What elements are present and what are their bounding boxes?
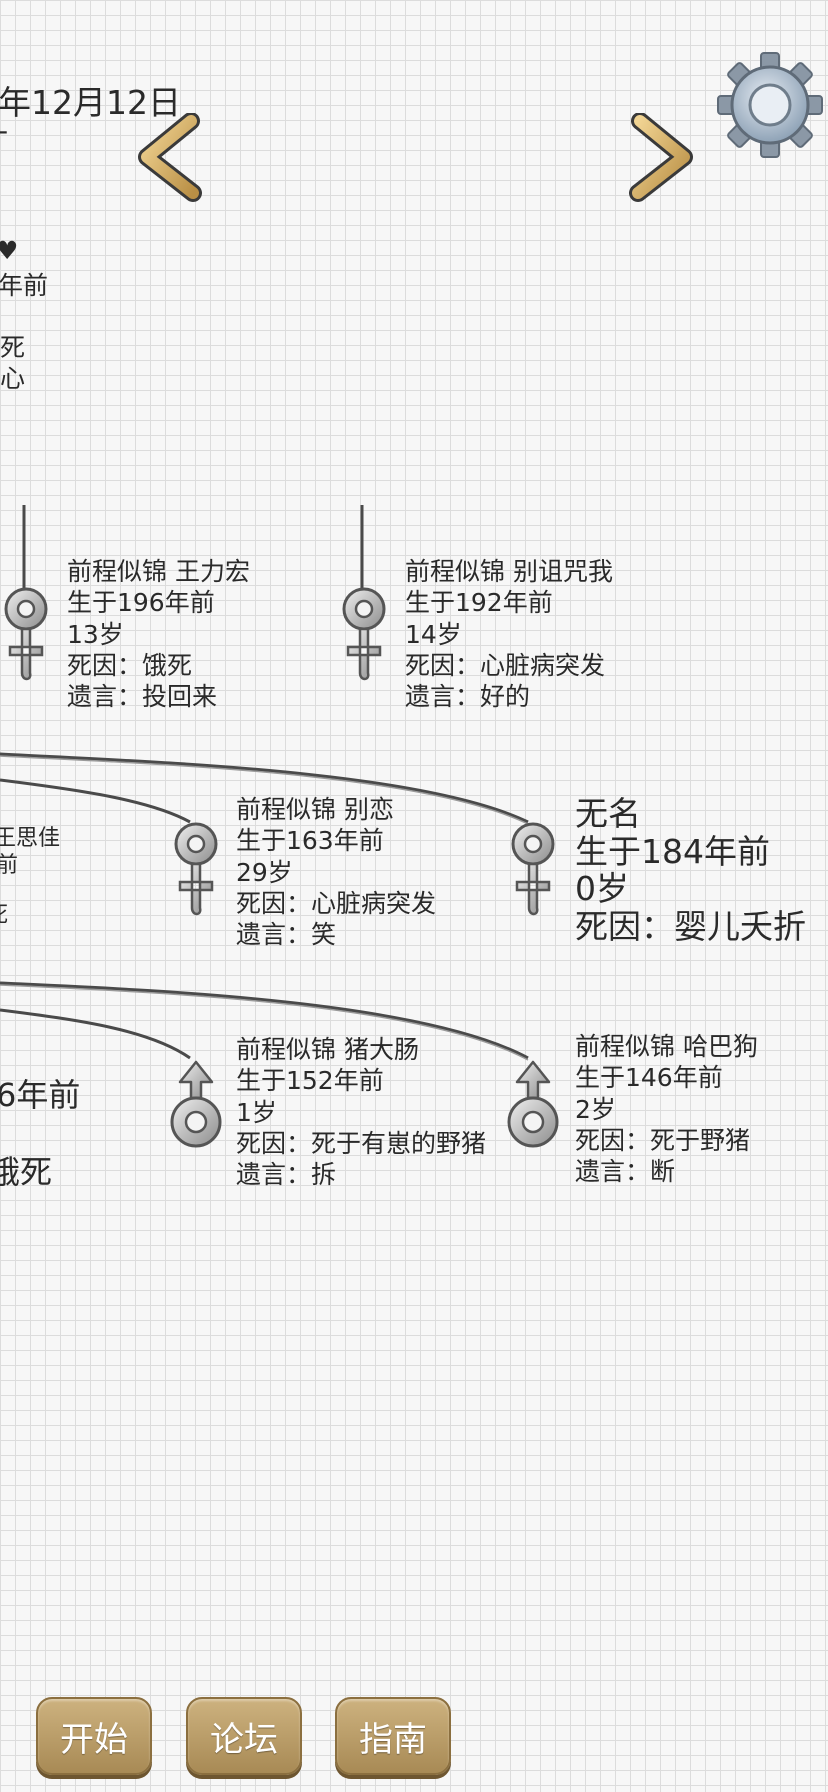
date-label: 年12月12日 — [0, 83, 181, 122]
person-cause: 死因：心脏病突发 — [236, 888, 437, 918]
person-cause: 死因：饿死 — [67, 650, 193, 680]
male-symbol-icon[interactable] — [166, 1058, 226, 1158]
person-born: 生于163年前 — [236, 826, 384, 856]
person-age: 13岁 — [67, 619, 124, 649]
female-symbol-icon[interactable] — [334, 585, 394, 685]
left-mid-born-fragment: 前 — [0, 853, 19, 878]
left-cause-fragment: 死 — [0, 333, 26, 362]
person-info-card: 前程似锦 猪大肠 生于152年前 1岁 死因：死于有崽的野猪 遗言：拆 — [236, 1034, 486, 1190]
person-last-words: 遗言：投回来 — [67, 682, 218, 711]
person-info-card: 前程似锦 别诅咒我 生于192年前 14岁 死因：心脏病突发 遗言：好的 — [405, 556, 613, 712]
person-born: 生于192年前 — [405, 588, 553, 618]
person-name: 前程似锦 别诅咒我 — [405, 557, 613, 586]
person-age: 14岁 — [405, 619, 462, 649]
person-cause: 死因：婴儿夭折 — [575, 906, 806, 946]
person-info-card: 无名 生于184年前 0岁 死因：婴儿夭折 — [575, 795, 806, 945]
next-arrow-button[interactable] — [622, 112, 700, 203]
prev-arrow-button[interactable] — [131, 112, 209, 203]
start-button[interactable]: 开始 — [36, 1697, 152, 1775]
date-sublabel: - — [0, 114, 8, 147]
person-name: 前程似锦 别恋 — [236, 795, 394, 824]
person-info-card: 前程似锦 王力宏 生于196年前 13岁 死因：饿死 遗言：投回来 — [67, 556, 250, 712]
left-name-fragment: ♥ — [0, 236, 19, 265]
left-low-cause-fragment: 饿死 — [0, 1153, 53, 1191]
left-born-fragment: 年前 — [0, 271, 49, 300]
person-last-words: 遗言：拆 — [236, 1160, 337, 1189]
person-born: 生于184年前 — [575, 831, 770, 871]
chevron-left-icon — [138, 112, 202, 202]
person-born: 生于196年前 — [67, 588, 215, 618]
person-born: 生于146年前 — [575, 1063, 723, 1093]
person-name: 前程似锦 哈巴狗 — [575, 1032, 758, 1061]
person-cause: 死因：心脏病突发 — [405, 650, 606, 680]
settings-button[interactable] — [716, 51, 824, 159]
person-name: 前程似锦 王力宏 — [67, 557, 250, 586]
female-symbol-icon[interactable] — [166, 820, 226, 920]
person-last-words: 遗言：好的 — [405, 682, 531, 711]
person-age: 29岁 — [236, 857, 293, 887]
forum-button[interactable]: 论坛 — [186, 1697, 302, 1775]
person-cause: 死因：死于野猪 — [575, 1125, 751, 1155]
left-mid-cause-fragment: 死 — [0, 897, 8, 929]
person-age: 1岁 — [236, 1097, 277, 1127]
gear-icon — [717, 52, 823, 158]
left-words-fragment: 心 — [0, 364, 26, 393]
person-last-words: 遗言：笑 — [236, 920, 337, 949]
person-cause: 死因：死于有崽的野猪 — [236, 1128, 487, 1158]
person-last-words: 遗言：断 — [575, 1157, 676, 1186]
person-age: 0岁 — [575, 869, 629, 909]
person-age: 2岁 — [575, 1094, 616, 1124]
chevron-right-icon — [629, 112, 693, 202]
person-info-card: 前程似锦 哈巴狗 生于146年前 2岁 死因：死于野猪 遗言：断 — [575, 1031, 758, 1187]
person-name: 前程似锦 猪大肠 — [236, 1035, 419, 1064]
person-born: 生于152年前 — [236, 1066, 384, 1096]
left-low-born-fragment: 6年前 — [0, 1076, 81, 1114]
left-mid-name-fragment: 王思佳 — [0, 826, 61, 851]
female-symbol-icon[interactable] — [503, 820, 563, 920]
person-name: 无名 — [575, 794, 641, 833]
guide-button[interactable]: 指南 — [335, 1697, 451, 1775]
female-symbol-icon[interactable] — [0, 585, 56, 685]
male-symbol-icon[interactable] — [503, 1058, 563, 1158]
person-info-card: 前程似锦 别恋 生于163年前 29岁 死因：心脏病突发 遗言：笑 — [236, 794, 436, 950]
